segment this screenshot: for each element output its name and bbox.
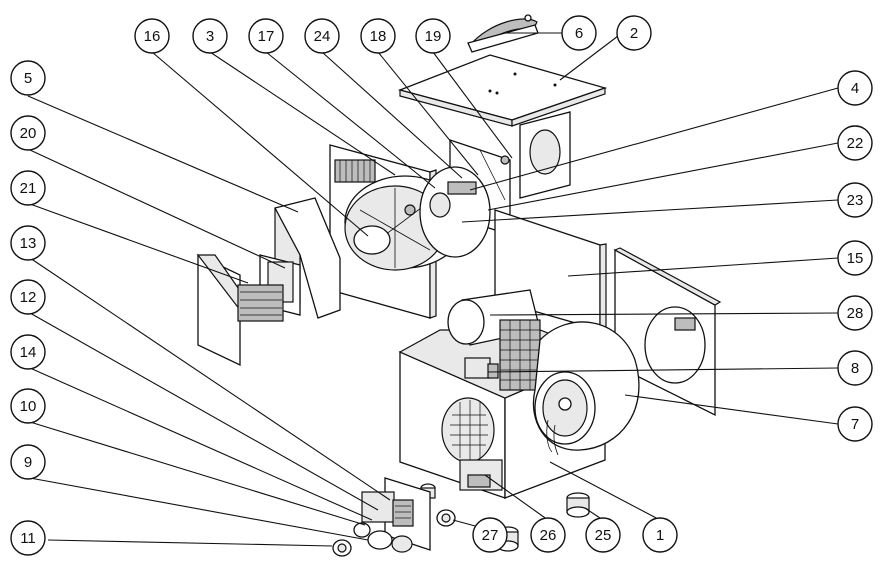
callout-15: 15 — [837, 240, 873, 276]
callout-19: 19 — [415, 18, 451, 54]
callout-label: 6 — [575, 25, 583, 42]
terminal-strip-top — [334, 159, 376, 183]
relay-block — [464, 357, 499, 379]
callout-3: 3 — [192, 18, 228, 54]
callout-2: 2 — [616, 15, 652, 51]
grommet — [436, 509, 456, 527]
foot-25 — [566, 492, 590, 518]
callout-1: 1 — [642, 517, 678, 553]
callout-20: 20 — [10, 115, 46, 151]
callout-16: 16 — [134, 18, 170, 54]
callout-label: 11 — [20, 530, 36, 547]
callout-label: 25 — [595, 527, 612, 544]
callout-label: 21 — [20, 180, 37, 197]
callout-label: 28 — [847, 305, 864, 322]
callout-label: 27 — [482, 527, 499, 544]
callout-28: 28 — [837, 295, 873, 331]
callout-label: 26 — [540, 527, 557, 544]
callout-label: 4 — [851, 80, 859, 97]
fan-panel — [329, 144, 466, 319]
callout-label: 13 — [20, 235, 37, 252]
callout-label: 23 — [847, 192, 864, 209]
callout-label: 8 — [851, 360, 859, 377]
callout-label: 1 — [656, 527, 664, 544]
callout-23: 23 — [837, 182, 873, 218]
callout-18: 18 — [360, 18, 396, 54]
callout-14: 14 — [10, 334, 46, 370]
callout-label: 12 — [20, 289, 37, 306]
mesh-grille — [499, 319, 541, 391]
callout-label: 3 — [206, 28, 214, 45]
bracket-assembly — [259, 197, 341, 319]
side-panel — [613, 247, 722, 417]
terminal-rail — [237, 284, 284, 322]
callout-11: 11 — [10, 520, 46, 556]
callout-26: 26 — [530, 517, 566, 553]
callout-4: 4 — [837, 70, 873, 106]
callout-21: 21 — [10, 170, 46, 206]
top-plate — [397, 54, 608, 199]
callout-label: 2 — [630, 25, 638, 42]
side-bracket — [196, 253, 284, 367]
callout-25: 25 — [585, 517, 621, 553]
callout-label: 16 — [144, 28, 161, 45]
callout-label: 22 — [847, 135, 864, 152]
callout-label: 5 — [24, 70, 32, 87]
callout-7: 7 — [837, 406, 873, 442]
callout-22: 22 — [837, 125, 873, 161]
cable-gland — [332, 539, 352, 557]
callout-12: 12 — [10, 279, 46, 315]
callout-label: 7 — [851, 416, 859, 433]
callout-label: 9 — [24, 454, 32, 471]
callout-27: 27 — [472, 517, 508, 553]
callout-label: 14 — [20, 344, 37, 361]
callout-5: 5 — [10, 60, 46, 96]
callout-label: 15 — [847, 250, 864, 267]
callout-10: 10 — [10, 388, 46, 424]
duct — [447, 289, 541, 391]
electrical-box — [353, 477, 431, 553]
callout-label: 19 — [425, 28, 442, 45]
callout-9: 9 — [10, 444, 46, 480]
callout-8: 8 — [837, 350, 873, 386]
blower-scroll — [532, 321, 640, 456]
callout-13: 13 — [10, 225, 46, 261]
callout-17: 17 — [248, 18, 284, 54]
callout-6: 6 — [561, 15, 597, 51]
callout-label: 20 — [20, 125, 37, 142]
callout-label: 24 — [314, 28, 331, 45]
leader-lines — [27, 32, 839, 547]
callout-24: 24 — [304, 18, 340, 54]
callout-label: 17 — [258, 28, 275, 45]
callout-label: 10 — [20, 398, 37, 415]
callout-label: 18 — [370, 28, 387, 45]
housing-grille — [450, 400, 488, 460]
